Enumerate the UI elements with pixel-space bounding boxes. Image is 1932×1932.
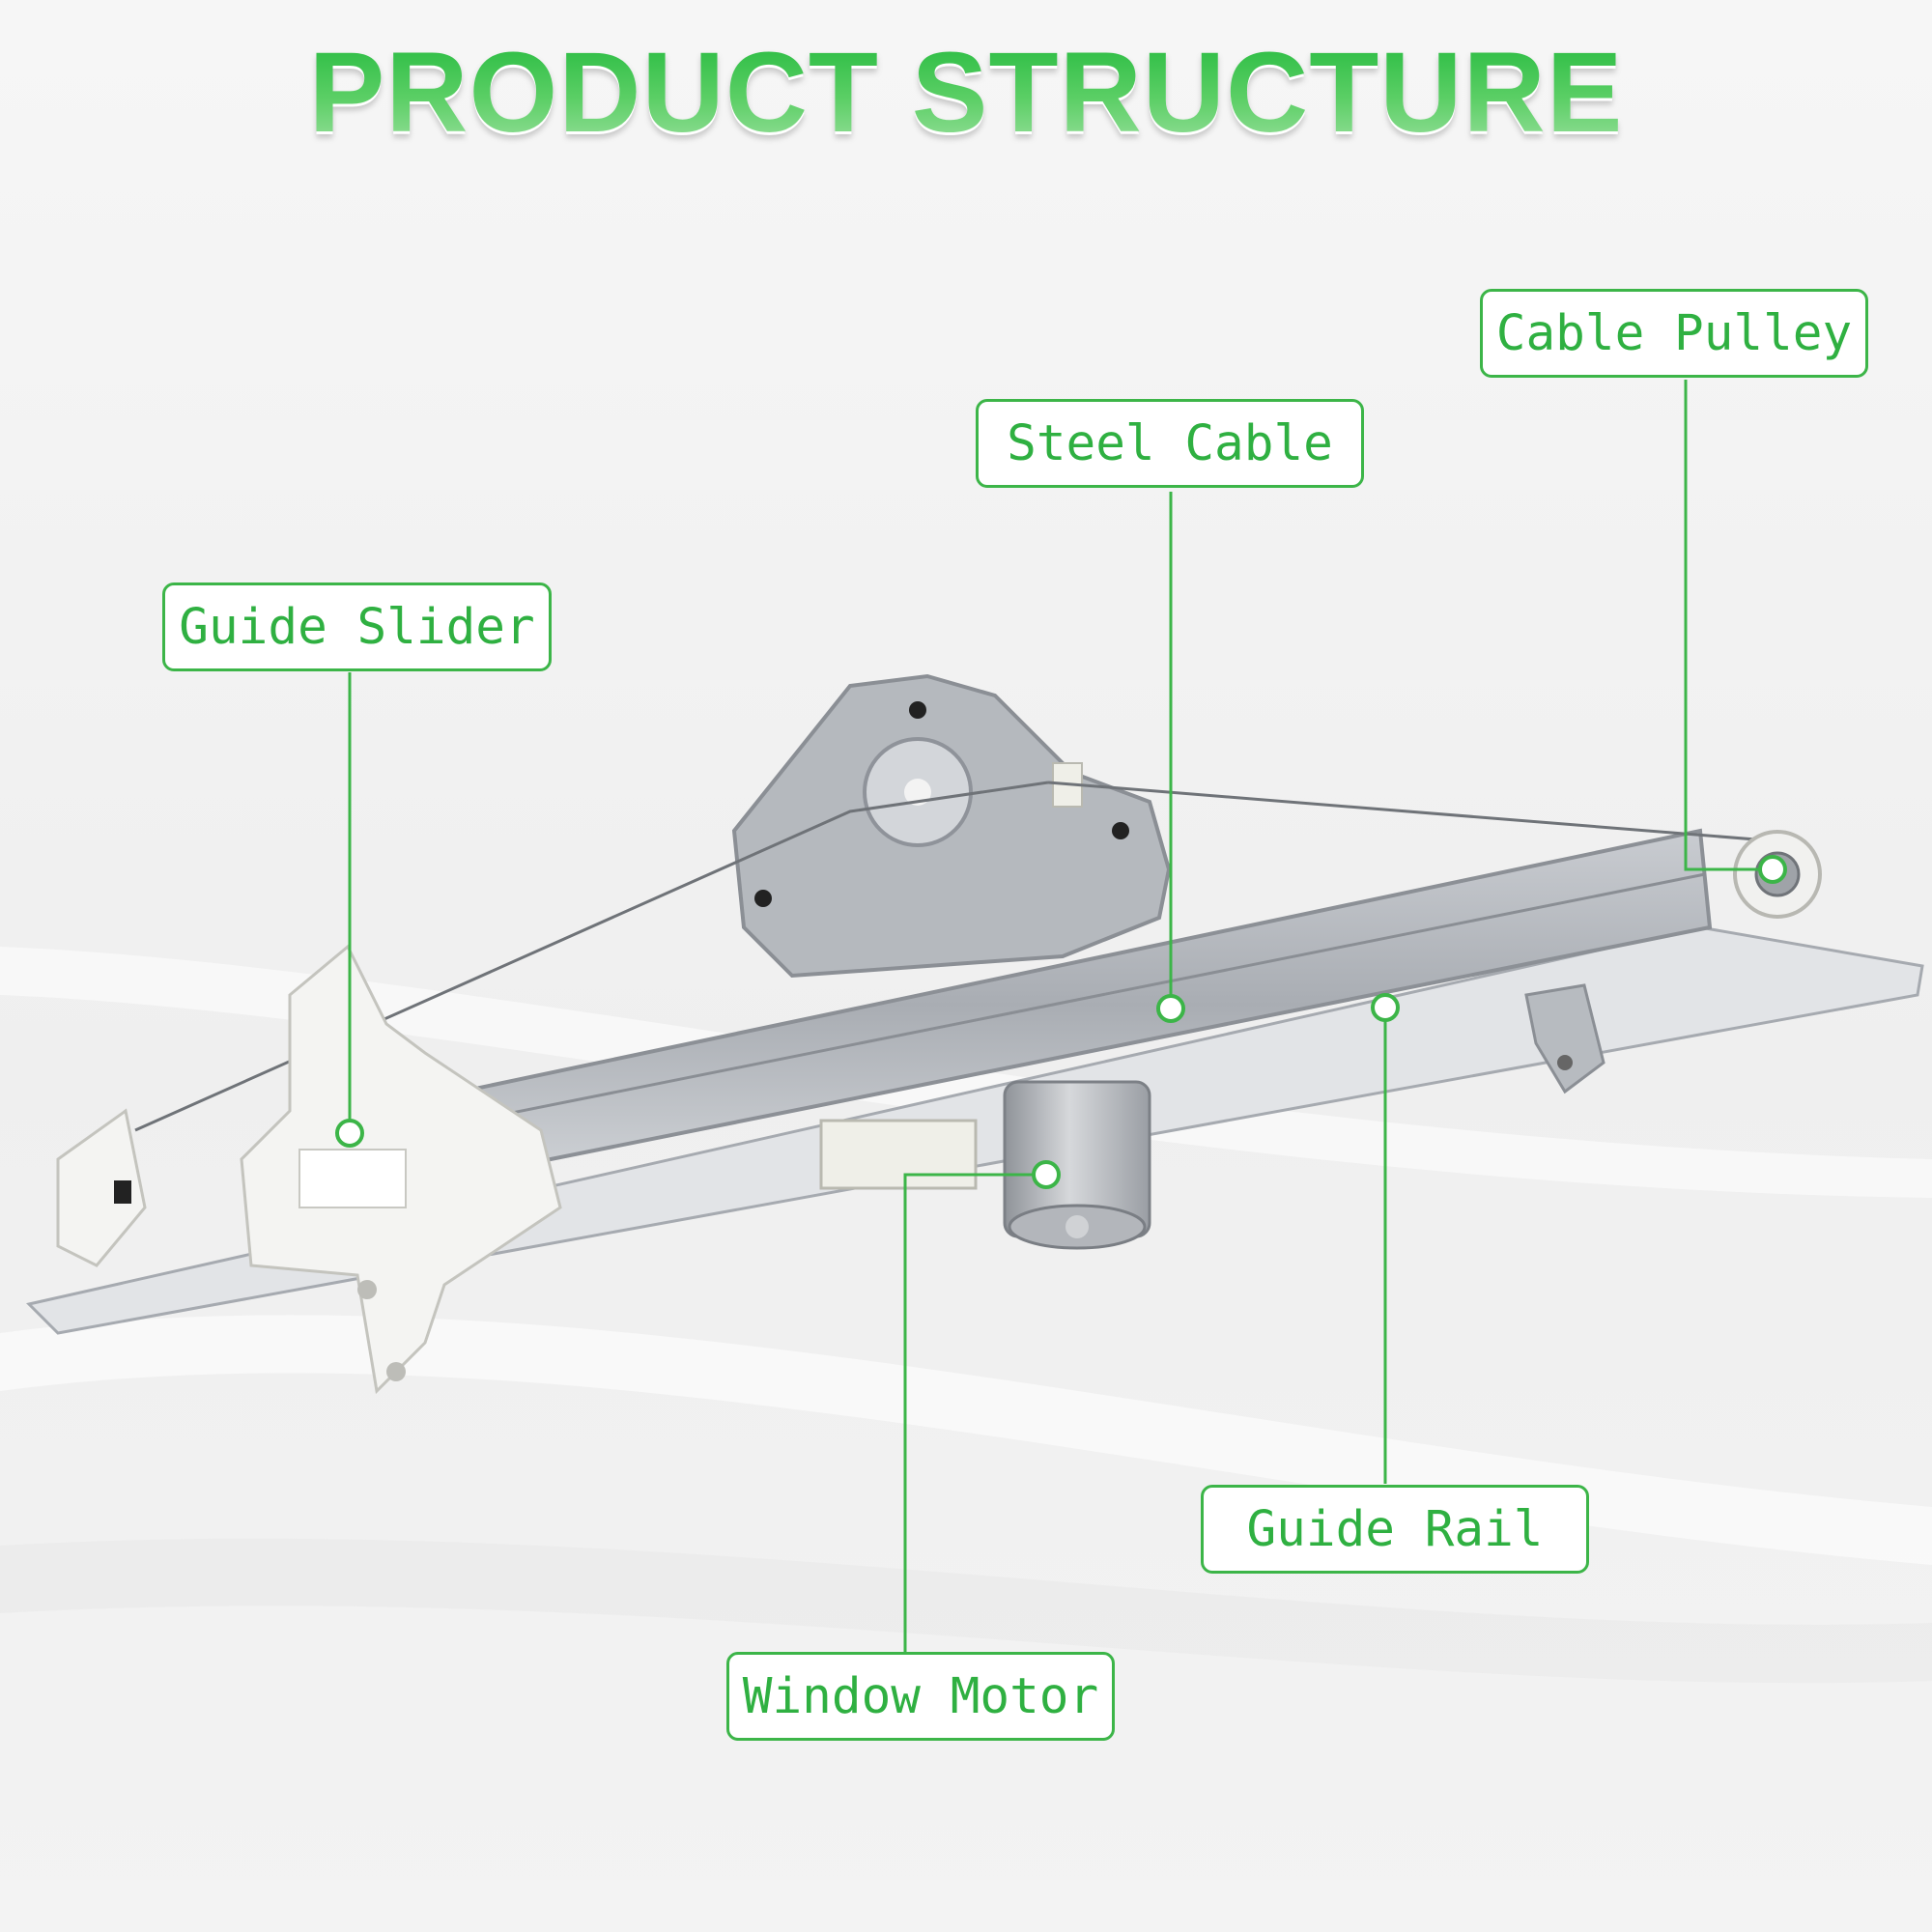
callout-guide-slider-label: Guide Slider bbox=[179, 598, 535, 656]
callout-guide-rail-label: Guide Rail bbox=[1246, 1500, 1544, 1558]
callout-window-motor-label: Window Motor bbox=[742, 1667, 1099, 1725]
page-title: PRODUCT STRUCTURE bbox=[0, 27, 1932, 158]
callout-steel-cable: Steel Cable bbox=[976, 399, 1364, 488]
guide-slider bbox=[56, 944, 562, 1395]
callout-steel-cable-label: Steel Cable bbox=[1007, 414, 1333, 472]
motor-bracket bbox=[731, 673, 1172, 979]
callout-guide-slider: Guide Slider bbox=[162, 582, 552, 671]
cable-pulley bbox=[1733, 830, 1822, 919]
callout-cable-pulley: Cable Pulley bbox=[1480, 289, 1868, 378]
callout-window-motor: Window Motor bbox=[726, 1652, 1115, 1741]
callout-guide-rail: Guide Rail bbox=[1201, 1485, 1589, 1574]
callout-cable-pulley-label: Cable Pulley bbox=[1495, 304, 1853, 362]
